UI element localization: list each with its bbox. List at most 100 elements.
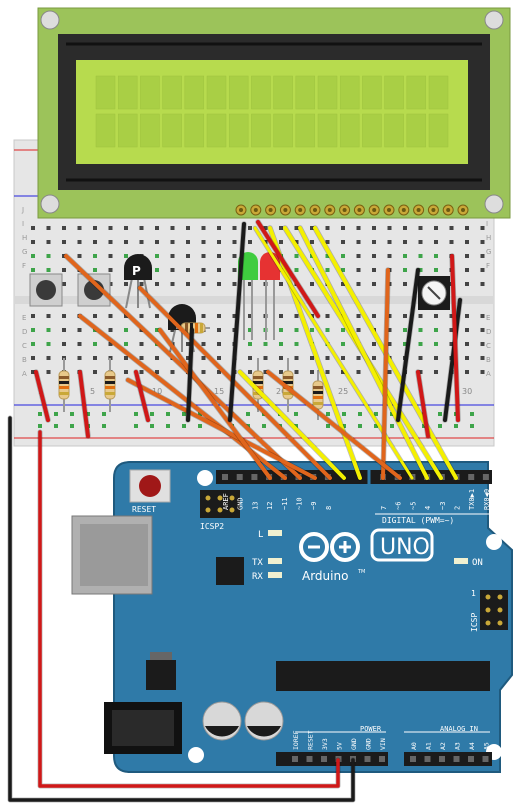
analog-pin-label: A2 [439,742,447,750]
breadboard-hole [418,370,423,374]
rail-hole [390,412,394,416]
breadboard-hole [248,282,252,286]
breadboard-hole [294,268,299,272]
breadboard-hole [403,342,407,346]
breadboard-hole [46,226,51,230]
rail-hole [70,424,74,428]
breadboard-hole [124,342,128,346]
breadboard-hole [139,226,144,230]
voltage-regulator [146,660,176,690]
lcd-char-cell [162,75,182,110]
led-tx-label: TX [252,558,263,568]
power-pin-hole [364,756,371,762]
breadboard-hole [201,254,206,258]
mounting-hole [197,470,213,486]
breadboard-hole [62,282,66,286]
breadboard-hole [124,254,128,258]
breadboard-hole [139,314,144,318]
lcd-pin-hole [283,208,288,212]
breadboard-hole [341,370,345,374]
digital-pin-label: 7 [380,506,388,510]
breadboard-hole [46,254,51,258]
breadboard-hole [403,226,407,230]
breadboard-hole [186,226,190,230]
breadboard-hole [372,254,376,258]
breadboard-hole [372,226,376,230]
breadboard-hole [248,356,252,360]
breadboard-hole [139,356,144,360]
breadboard-hole [434,342,438,346]
breadboard-hole [31,314,35,318]
breadboard-hole [186,342,190,346]
breadboard-hole [341,282,345,286]
breadboard-hole [170,254,175,258]
row-letter: G [22,248,27,256]
breadboard-hole [186,254,190,258]
lcd-char-cell [317,75,338,110]
rail-hole [358,424,362,428]
breadboard-hole [62,328,66,332]
jumper-wire [186,328,194,422]
breadboard-hole [124,282,128,286]
reset-label: RESET [132,505,156,514]
digital-pin-label: 13 [251,502,259,510]
icsp2-header [200,490,240,518]
digital-pin-label: 8 [325,506,333,510]
reset-button-cap[interactable] [139,475,161,497]
digital-label: DIGITAL (PWM=~) [382,516,454,525]
lcd-pin-hole [313,208,317,212]
breadboard-hole [108,240,113,244]
push-button[interactable] [29,273,63,307]
row-letter: A [22,370,27,378]
breadboard-hole [465,328,469,332]
trademark: TM [357,569,365,575]
breadboard-hole [310,240,314,244]
breadboard-hole [387,314,392,318]
breadboard-hole [263,226,268,230]
breadboard-hole [77,226,82,230]
lcd-char-cell [251,75,271,110]
jumper-wire [64,254,302,480]
breadboard-hole [480,240,485,244]
breadboard-hole [403,314,407,318]
breadboard-hole [155,314,159,318]
rail-hole [358,412,362,416]
column-number: 5 [90,387,95,396]
breadboard-hole [201,314,206,318]
row-letter: C [22,342,27,350]
breadboard-hole [279,282,283,286]
row-letter: H [486,234,491,242]
row-letter: C [486,342,491,350]
led-on-label: ON [472,558,483,568]
breadboard-hole [310,370,314,374]
breadboard-hole [217,370,221,374]
breadboard-hole [480,268,485,272]
power-pin-label: RESET [307,730,315,750]
breadboard-hole [356,254,361,258]
breadboard-hole [139,282,144,286]
lcd-pin-hole [268,208,273,212]
breadboard-hole [232,226,237,230]
resistor [104,358,116,412]
lcd-pin-header [235,204,469,216]
potentiometer[interactable] [418,276,450,310]
digital-pin-label: ~3 [439,502,447,510]
breadboard-hole [341,226,345,230]
resistor [176,322,210,334]
breadboard-hole [480,356,485,360]
jumper-wire [396,268,420,422]
lcd-char-cell [295,75,316,110]
breadboard-hole [248,226,252,230]
breadboard-hole [279,342,283,346]
lcd-pin-hole [342,208,347,212]
breadboard-hole [201,342,206,346]
icsp-label: ICSP [470,613,479,632]
breadboard-hole [217,240,221,244]
digital-pin-hole [482,474,489,480]
rail-hole [102,424,106,428]
arduino-logo: UNO Arduino TM [299,528,434,583]
uno-badge [370,528,434,562]
